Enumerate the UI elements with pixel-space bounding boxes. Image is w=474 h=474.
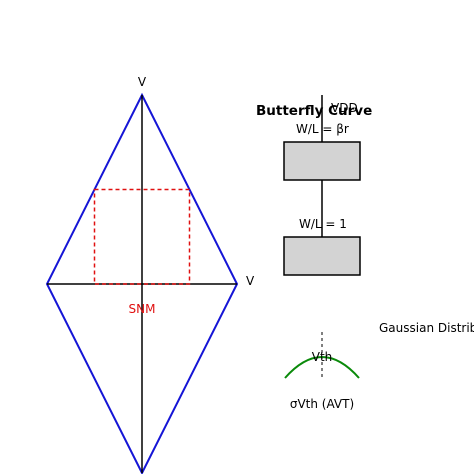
- butterfly-curve: V V SNM: [45, 75, 255, 474]
- gaussian-distribution: Gaussian Distribution Vth σVth (AVT): [284, 321, 474, 411]
- sigma-vth-label: σVth (AVT): [290, 397, 354, 411]
- circuit-schematic: Butterfly Curve VDD W/L = βr W/L = 1: [256, 95, 372, 276]
- x-axis-label: V: [246, 274, 255, 288]
- gaussian-curve: [284, 356, 360, 379]
- y-axis-label: V: [138, 75, 147, 89]
- bottom-transistor-box: [283, 236, 361, 276]
- diagram-title: Butterfly Curve: [256, 103, 372, 119]
- gaussian-label: Gaussian Distribution: [379, 321, 474, 335]
- snm-label: SNM: [129, 302, 156, 316]
- top-transistor-box: [283, 141, 361, 181]
- vdd-label: VDD: [331, 101, 358, 115]
- top-transistor-label: W/L = βr: [296, 122, 349, 136]
- bottom-transistor-label: W/L = 1: [299, 217, 347, 231]
- snm-square: [93, 188, 191, 285]
- vth-label: Vth: [312, 350, 333, 364]
